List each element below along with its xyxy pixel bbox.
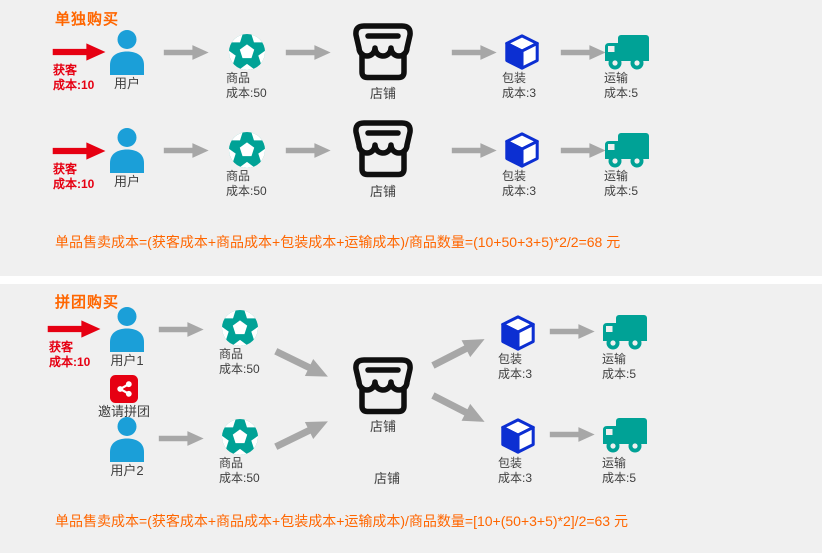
gray-arrow-icon [419,381,500,437]
packaging-cost-label: 包装 成本:3 [498,456,533,485]
gray-arrow-icon [446,44,504,61]
packaging-cost-label: 包装 成本:3 [498,352,533,381]
invite-group-label: 邀请拼团 [97,404,150,419]
section2-title: 拼团购买 [55,294,120,311]
section-divider [0,276,822,284]
section1-formula: 单品售卖成本=(获客成本+商品成本+包装成本+运输成本)/商品数量=(10+50… [55,234,621,250]
red-arrow-icon [47,319,103,339]
user-icon [106,306,148,352]
section2-formula: 单品售卖成本=(获客成本+商品成本+包装成本+运输成本)/商品数量=[10+(5… [55,513,628,529]
product-cost-label: 商品 成本:50 [226,71,267,100]
gray-arrow-icon [260,336,345,393]
gray-arrow-icon [152,321,212,338]
user-icon [106,29,148,75]
package-cube-icon [503,131,541,169]
acquisition-cost-label: 获客 成本:10 [53,162,95,191]
product-cost-label: 商品 成本:50 [226,169,267,198]
package-cube-icon [503,33,541,71]
package-cube-icon [499,314,537,352]
soccer-ball-icon [228,33,266,71]
acquisition-cost-label: 获客 成本:10 [53,63,95,92]
truck-icon [604,34,650,70]
user2-label: 用户2 [110,463,144,478]
soccer-ball-icon [221,418,259,456]
red-arrow-icon [52,42,108,62]
product-cost-label: 商品 成本:50 [219,456,260,485]
user-icon [106,127,148,173]
gray-arrow-icon [158,142,216,159]
store-label: 店铺 [369,419,396,434]
store-label: 店铺 [369,86,396,101]
store-caption-label: 店铺 [373,471,400,486]
gray-arrow-icon [260,405,345,462]
user-label: 用户 [113,174,140,189]
shipping-cost-label: 运输 成本:5 [604,71,639,100]
gray-arrow-icon [547,323,599,340]
truck-icon [602,417,648,453]
acquisition-cost-label: 获客 成本:10 [49,340,91,369]
red-arrow-icon [52,141,108,161]
truck-icon [604,132,650,168]
gray-arrow-icon [547,426,599,443]
storefront-icon [345,349,421,417]
truck-icon [602,314,648,350]
user1-label: 用户1 [110,353,144,368]
shipping-cost-label: 运输 成本:5 [604,169,639,198]
gray-arrow-icon [446,142,504,159]
soccer-ball-icon [228,131,266,169]
packaging-cost-label: 包装 成本:3 [502,71,537,100]
gray-arrow-icon [152,430,212,447]
shipping-cost-label: 运输 成本:5 [602,456,637,485]
gray-arrow-icon [280,44,338,61]
section1-title: 单独购买 [55,11,120,28]
gray-arrow-icon [280,142,338,159]
user-label: 用户 [113,76,140,91]
storefront-icon [345,112,421,180]
share-icon [110,375,138,403]
gray-arrow-icon [419,324,500,380]
gray-arrow-icon [158,44,216,61]
store-label: 店铺 [369,184,396,199]
storefront-icon [345,15,421,83]
shipping-cost-label: 运输 成本:5 [602,352,637,381]
package-cube-icon [499,417,537,455]
soccer-ball-icon [221,309,259,347]
user-icon [106,416,148,462]
product-cost-label: 商品 成本:50 [219,347,260,376]
packaging-cost-label: 包装 成本:3 [502,169,537,198]
